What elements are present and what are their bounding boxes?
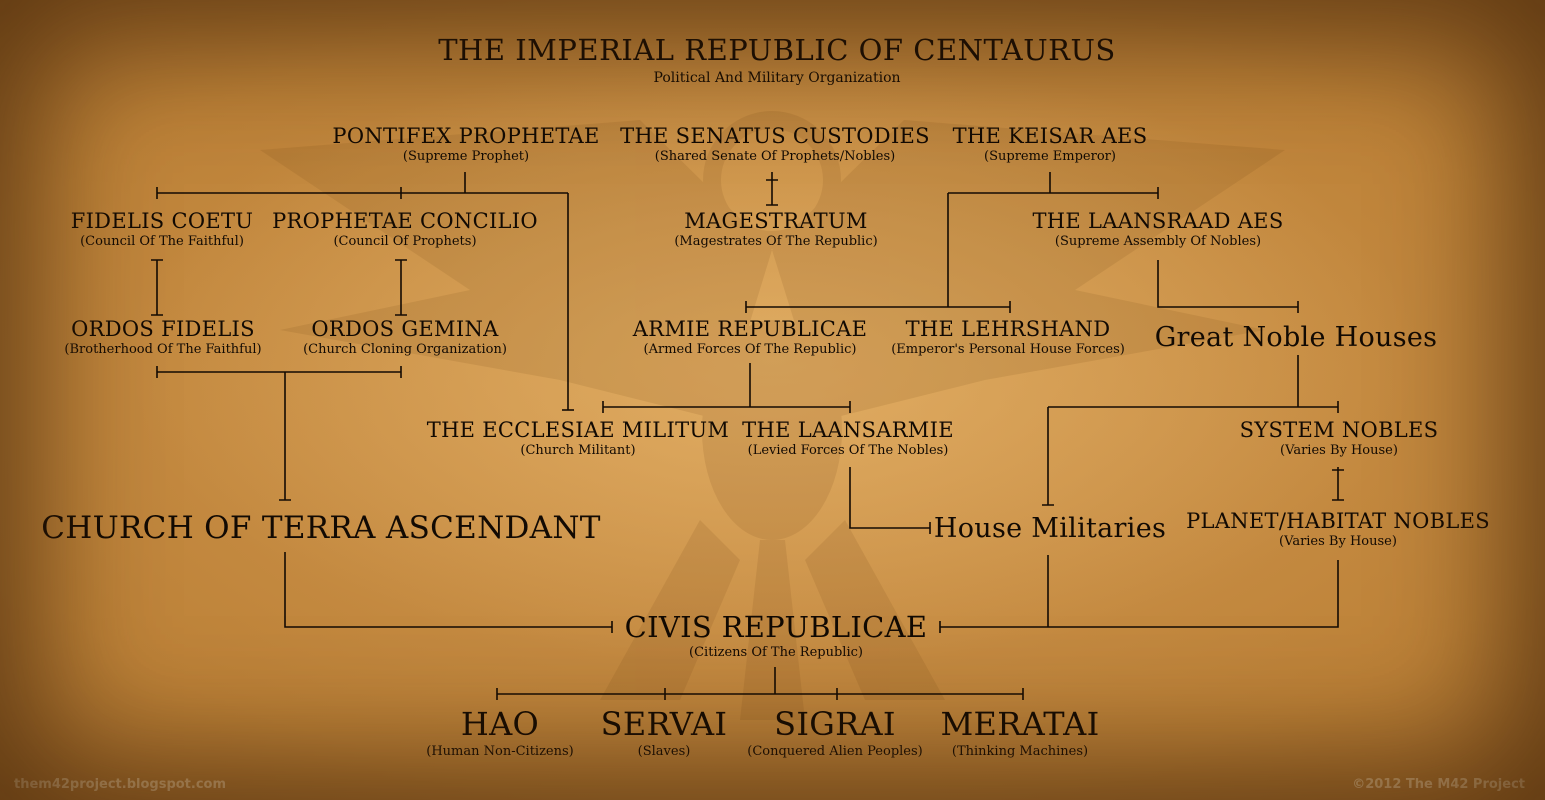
node-civis-republicae: CIVIS REPUBLICAE (Citizens Of The Republ… bbox=[625, 610, 928, 662]
node-title: THE ECCLESIAE MILITUM bbox=[426, 418, 730, 442]
node-subtitle: (Conquered Alien Peoples) bbox=[747, 744, 923, 759]
node-church-of-terra-ascendant: CHURCH OF TERRA ASCENDANT bbox=[41, 510, 600, 546]
node-subtitle: (Supreme Assembly Of Nobles) bbox=[1054, 234, 1262, 249]
node-ordos-fidelis: ORDOS FIDELIS (Brotherhood Of The Faithf… bbox=[64, 317, 261, 359]
node-subtitle: (Shared Senate Of Prophets/Nobles) bbox=[654, 149, 896, 164]
node-title: Great Noble Houses bbox=[1154, 322, 1438, 353]
footer-copyright: ©2012 The M42 Project bbox=[1352, 777, 1525, 792]
node-title: MERATAI bbox=[940, 705, 1100, 743]
node-subtitle: (Human Non-Citizens) bbox=[426, 744, 574, 759]
node-title: SERVAI bbox=[600, 705, 728, 743]
node-title: ORDOS GEMINA bbox=[311, 317, 499, 341]
node-title: SIGRAI bbox=[774, 705, 896, 743]
node-ecclesiae-militum: THE ECCLESIAE MILITUM (Church Militant) bbox=[427, 418, 729, 460]
node-subtitle: (Supreme Emperor) bbox=[984, 149, 1116, 164]
node-title: CIVIS REPUBLICAE bbox=[624, 610, 928, 644]
node-title: House Militaries bbox=[933, 513, 1167, 544]
footer-site-credit: them42project.blogspot.com bbox=[14, 777, 227, 792]
node-subtitle: (Slaves) bbox=[637, 744, 691, 759]
node-planet-habitat-nobles: PLANET/HABITAT NOBLES (Varies By House) bbox=[1186, 509, 1490, 551]
node-subtitle: (Varies By House) bbox=[1280, 443, 1398, 458]
node-title: PROPHETAE CONCILIO bbox=[272, 209, 538, 233]
node-subtitle: (Levied Forces Of The Nobles) bbox=[747, 443, 949, 458]
node-subtitle: (Church Militant) bbox=[520, 443, 636, 458]
node-subtitle: (Varies By House) bbox=[1279, 534, 1397, 549]
node-title: THE KEISAR AES bbox=[952, 124, 1148, 148]
node-subtitle: (Citizens Of The Republic) bbox=[689, 645, 863, 660]
node-meratai: MERATAI (Thinking Machines) bbox=[940, 705, 1099, 761]
node-title: THE SENATUS CUSTODIES bbox=[620, 124, 930, 148]
node-hao: HAO (Human Non-Citizens) bbox=[426, 705, 573, 761]
node-subtitle: (Magestrates Of The Republic) bbox=[674, 234, 878, 249]
node-house-militaries: House Militaries bbox=[934, 513, 1166, 545]
node-subtitle: (Armed Forces Of The Republic) bbox=[643, 342, 857, 357]
node-title: CHURCH OF TERRA ASCENDANT bbox=[41, 510, 601, 546]
node-title: THE LAANSARMIE bbox=[742, 418, 954, 442]
node-subtitle: (Supreme Prophet) bbox=[402, 149, 530, 164]
node-senatus-custodies: THE SENATUS CUSTODIES (Shared Senate Of … bbox=[620, 124, 930, 166]
page-title: THE IMPERIAL REPUBLIC OF CENTAURUS bbox=[438, 33, 1116, 67]
node-subtitle: (Church Cloning Organization) bbox=[303, 342, 507, 357]
node-subtitle: (Emperor's Personal House Forces) bbox=[891, 342, 1125, 357]
node-title: PONTIFEX PROPHETAE bbox=[332, 124, 600, 148]
node-title: SYSTEM NOBLES bbox=[1239, 418, 1439, 442]
node-pontifex-prophetae: PONTIFEX PROPHETAE (Supreme Prophet) bbox=[332, 124, 599, 166]
node-prophetae-concilio: PROPHETAE CONCILIO (Council Of Prophets) bbox=[272, 209, 538, 251]
node-ordos-gemina: ORDOS GEMINA (Church Cloning Organizatio… bbox=[303, 317, 507, 359]
node-system-nobles: SYSTEM NOBLES (Varies By House) bbox=[1240, 418, 1439, 460]
node-title: THE LAANSRAAD AES bbox=[1032, 209, 1284, 233]
node-servai: SERVAI (Slaves) bbox=[601, 705, 728, 761]
node-magestratum: MAGESTRATUM (Magestrates Of The Republic… bbox=[674, 209, 877, 251]
node-fidelis-coetu: FIDELIS COETU (Council Of The Faithful) bbox=[71, 209, 254, 251]
node-great-noble-houses: Great Noble Houses bbox=[1155, 322, 1438, 354]
node-title: PLANET/HABITAT NOBLES bbox=[1186, 509, 1490, 533]
node-subtitle: (Council Of The Faithful) bbox=[80, 234, 244, 249]
page-subtitle: Political And Military Organization bbox=[653, 70, 901, 86]
node-laansraad-aes: THE LAANSRAAD AES (Supreme Assembly Of N… bbox=[1033, 209, 1284, 251]
node-title: ORDOS FIDELIS bbox=[71, 317, 255, 341]
node-keisar-aes: THE KEISAR AES (Supreme Emperor) bbox=[953, 124, 1148, 166]
node-subtitle: (Council Of Prophets) bbox=[333, 234, 477, 249]
node-title: MAGESTRATUM bbox=[684, 209, 868, 233]
node-title: ARMIE REPUBLICAE bbox=[632, 317, 868, 341]
node-laansarmie: THE LAANSARMIE (Levied Forces Of The Nob… bbox=[742, 418, 954, 460]
node-lehrshand: THE LEHRSHAND (Emperor's Personal House … bbox=[891, 317, 1125, 359]
node-title: HAO bbox=[460, 705, 540, 743]
node-title: THE LEHRSHAND bbox=[905, 317, 1111, 341]
node-title: FIDELIS COETU bbox=[70, 209, 254, 233]
node-subtitle: (Thinking Machines) bbox=[951, 744, 1089, 759]
node-armie-republicae: ARMIE REPUBLICAE (Armed Forces Of The Re… bbox=[633, 317, 867, 359]
node-subtitle: (Brotherhood Of The Faithful) bbox=[64, 342, 262, 357]
node-sigrai: SIGRAI (Conquered Alien Peoples) bbox=[747, 705, 922, 761]
